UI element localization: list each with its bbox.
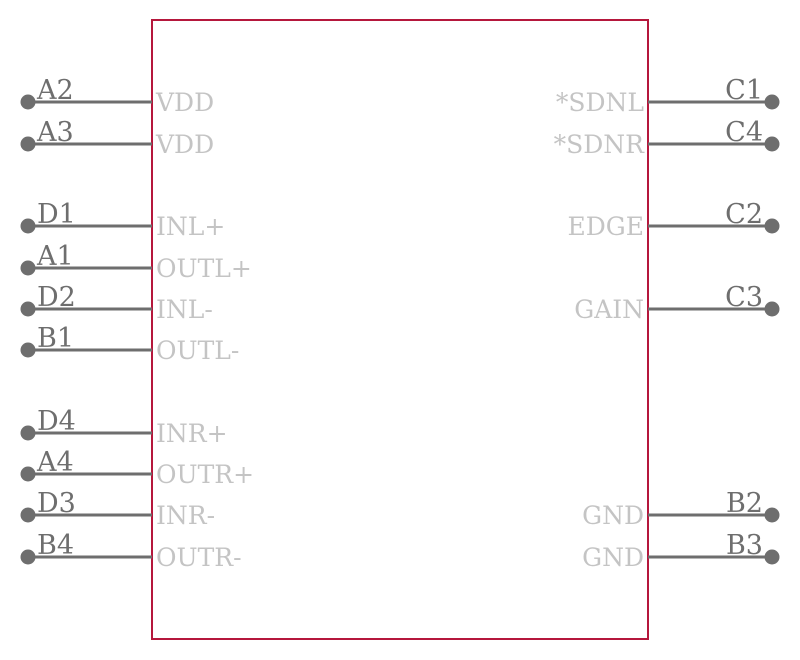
pin-name: OUTL+	[156, 254, 252, 283]
pin-number: A4	[36, 447, 74, 478]
pin-number: C2	[725, 199, 763, 230]
pin-number: C4	[725, 117, 763, 148]
pin-name: VDD	[155, 88, 214, 117]
pin-a3[interactable]: A3 VDD	[20, 117, 215, 159]
pin-name: *SDNR	[554, 130, 646, 159]
pin-name: OUTR-	[156, 543, 242, 572]
pin-name: VDD	[155, 130, 214, 159]
pin-c1[interactable]: C1 *SDNL	[556, 75, 780, 117]
pin-name: OUTR+	[156, 460, 254, 489]
pin-name: INR+	[156, 419, 228, 448]
pin-c4[interactable]: C4 *SDNR	[554, 117, 780, 159]
pin-name: GND	[582, 501, 644, 530]
pin-d1[interactable]: D1 INL+	[20, 199, 226, 241]
pin-number: A3	[36, 117, 74, 148]
pin-number: D2	[37, 282, 76, 313]
pin-endpoint-dot[interactable]	[764, 94, 780, 110]
pin-number: A1	[36, 241, 74, 272]
pin-name: EDGE	[567, 212, 644, 241]
component-body	[151, 19, 649, 640]
pin-endpoint-dot[interactable]	[20, 549, 36, 565]
pin-number: C1	[725, 75, 763, 106]
pin-name: GAIN	[574, 295, 644, 324]
pin-name: *SDNL	[556, 88, 644, 117]
pin-endpoint-dot[interactable]	[764, 301, 780, 317]
pin-endpoint-dot[interactable]	[764, 218, 780, 234]
pin-name: INR-	[156, 501, 215, 530]
pin-c3[interactable]: C3 GAIN	[574, 282, 780, 324]
pin-name: OUTL-	[156, 336, 239, 365]
pin-a4[interactable]: A4 OUTR+	[20, 447, 255, 489]
pin-endpoint-dot[interactable]	[20, 94, 36, 110]
pin-number: D1	[37, 199, 76, 230]
pin-c2[interactable]: C2 EDGE	[567, 199, 780, 241]
pin-endpoint-dot[interactable]	[20, 260, 36, 276]
pin-b3[interactable]: B3 GND	[582, 530, 780, 572]
pin-endpoint-dot[interactable]	[764, 507, 780, 523]
pin-b1[interactable]: B1 OUTL-	[20, 323, 240, 365]
pin-number: B4	[37, 530, 74, 561]
pin-name: INL-	[156, 295, 213, 324]
pin-number: D3	[37, 488, 76, 519]
pin-number: B3	[726, 530, 763, 561]
pin-endpoint-dot[interactable]	[20, 507, 36, 523]
pin-a2[interactable]: A2 VDD	[20, 75, 215, 117]
pin-number: B2	[726, 488, 763, 519]
pin-number: B1	[37, 323, 74, 354]
pin-endpoint-dot[interactable]	[764, 136, 780, 152]
pin-name: GND	[582, 543, 644, 572]
pin-endpoint-dot[interactable]	[20, 342, 36, 358]
pin-endpoint-dot[interactable]	[20, 218, 36, 234]
pin-d2[interactable]: D2 INL-	[20, 282, 213, 324]
pin-number: C3	[725, 282, 763, 313]
pin-endpoint-dot[interactable]	[20, 466, 36, 482]
pin-b2[interactable]: B2 GND	[582, 488, 780, 530]
pin-number: A2	[36, 75, 74, 106]
pin-endpoint-dot[interactable]	[20, 301, 36, 317]
pin-number: D4	[37, 406, 76, 437]
pin-a1[interactable]: A1 OUTL+	[20, 241, 252, 283]
pin-d3[interactable]: D3 INR-	[20, 488, 216, 530]
pin-endpoint-dot[interactable]	[20, 136, 36, 152]
pin-endpoint-dot[interactable]	[764, 549, 780, 565]
pin-b4[interactable]: B4 OUTR-	[20, 530, 242, 572]
pin-endpoint-dot[interactable]	[20, 425, 36, 441]
pin-name: INL+	[156, 212, 225, 241]
pin-d4[interactable]: D4 INR+	[20, 406, 228, 448]
